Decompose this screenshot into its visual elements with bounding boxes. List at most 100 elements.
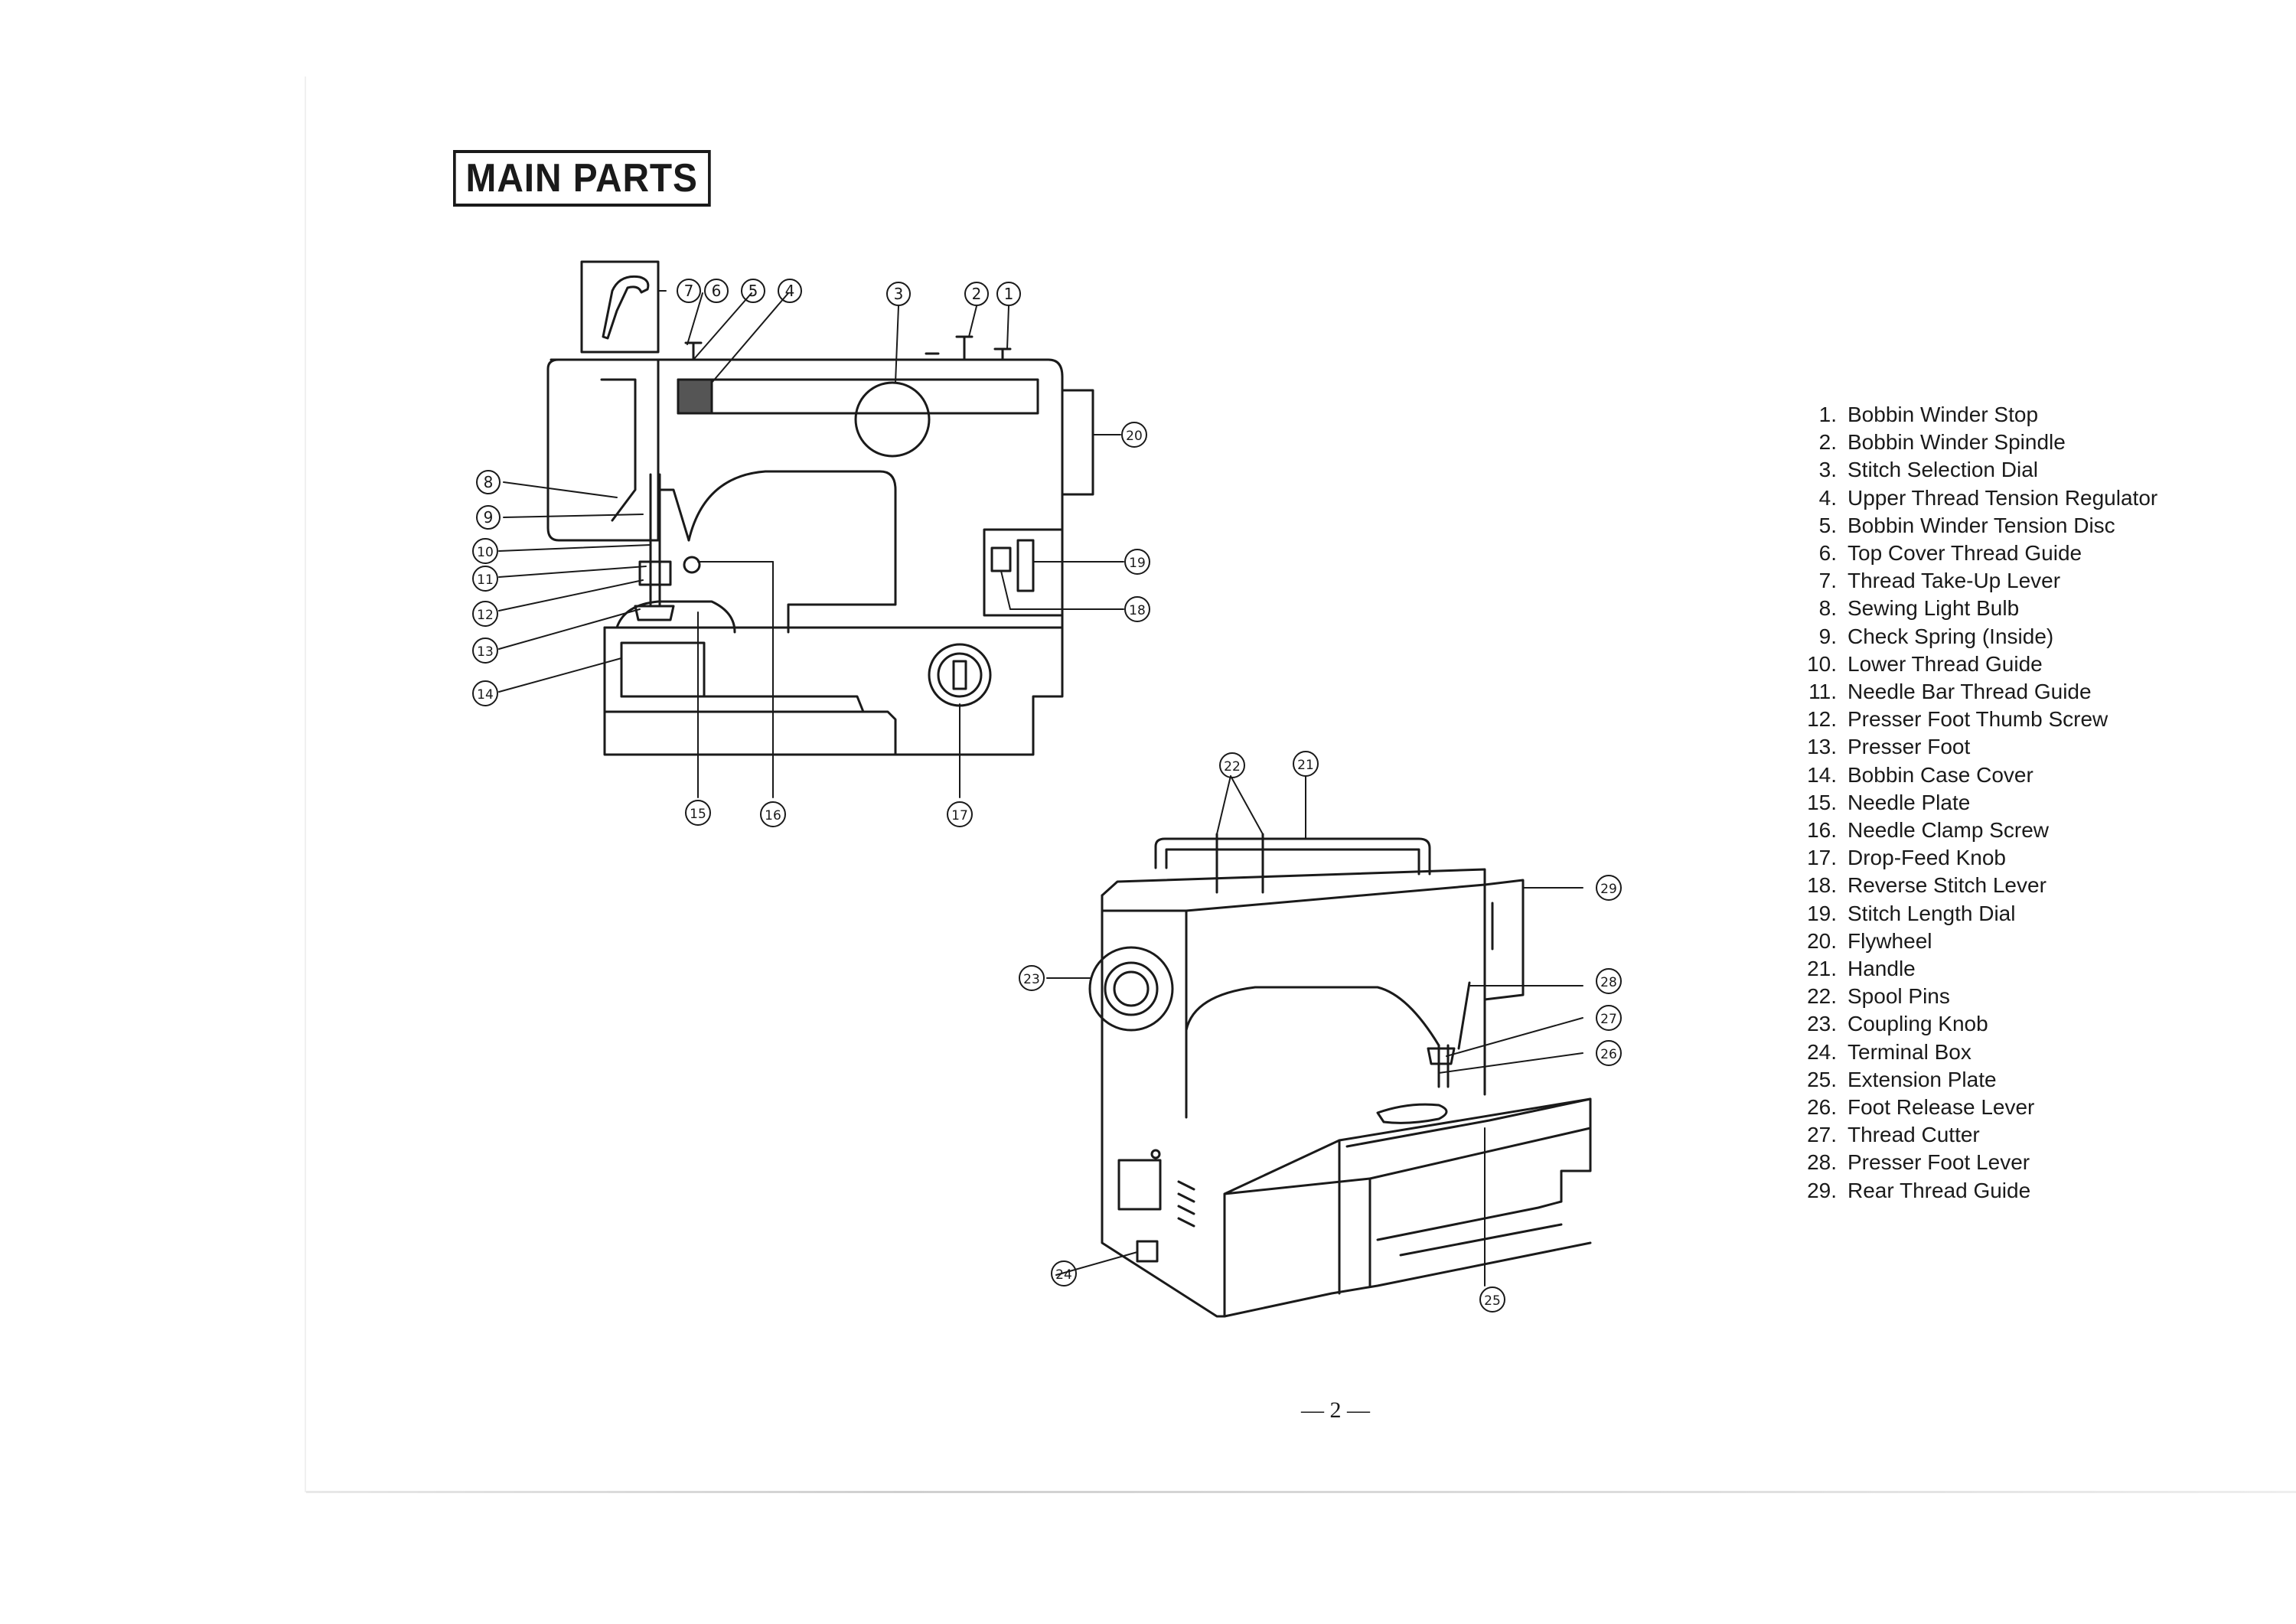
part-item: 17.Drop-Feed Knob <box>1807 846 2007 870</box>
part-item: 19.Stitch Length Dial <box>1807 901 2016 925</box>
part-item: 4.Upper Thread Tension Regulator <box>1818 485 2158 510</box>
svg-text:26: 26 <box>1600 1047 1617 1062</box>
rear-view-machine <box>1088 833 1592 1318</box>
part-item: 12.Presser Foot Thumb Screw <box>1807 707 2108 732</box>
callout-19: 19 <box>1124 549 1150 575</box>
callout-10: 10 <box>472 538 498 564</box>
callout-8: 8 <box>476 470 501 494</box>
take-up-lever-inset <box>580 260 660 354</box>
callout-23: 23 <box>1019 965 1045 991</box>
part-item: 28.Presser Foot Lever <box>1807 1150 2030 1175</box>
scan-line <box>306 1491 2296 1493</box>
machine-bed-shape <box>603 626 1064 756</box>
callout-15: 15 <box>685 800 711 826</box>
svg-text:12: 12 <box>477 608 494 623</box>
svg-text:2: 2 <box>972 285 982 303</box>
rear-view-leaders <box>1046 775 1583 1286</box>
part-item: 18.Reverse Stitch Lever <box>1807 873 2047 898</box>
callout-25: 25 <box>1479 1286 1505 1313</box>
part-item: 13.Presser Foot <box>1807 735 1971 759</box>
part-item: 11.Needle Bar Thread Guide <box>1808 680 2092 704</box>
svg-text:1: 1 <box>1004 285 1014 303</box>
callout-21: 21 <box>1293 751 1319 777</box>
page-number: — 2 — <box>1301 1397 1370 1423</box>
part-item: 14.Bobbin Case Cover <box>1807 762 2033 787</box>
callout-11: 11 <box>472 566 498 592</box>
part-item: 25.Extension Plate <box>1807 1067 1997 1091</box>
callout-18: 18 <box>1124 596 1150 622</box>
callout-1: 1 <box>996 282 1021 306</box>
callout-16: 16 <box>760 801 786 827</box>
callout-17: 17 <box>947 801 973 827</box>
svg-text:25: 25 <box>1484 1293 1501 1309</box>
callout-5: 5 <box>741 279 765 303</box>
callout-22: 22 <box>1219 752 1245 778</box>
svg-text:20: 20 <box>1126 429 1143 444</box>
terminal-box-shape <box>1136 1240 1159 1263</box>
part-item: 3.Stitch Selection Dial <box>1818 458 2039 482</box>
svg-text:10: 10 <box>477 545 494 560</box>
part-item: 9.Check Spring (Inside) <box>1818 624 2054 648</box>
callout-26: 26 <box>1596 1040 1622 1066</box>
svg-text:6: 6 <box>712 282 722 300</box>
part-item: 6.Top Cover Thread Guide <box>1818 541 2082 566</box>
svg-text:9: 9 <box>484 508 494 527</box>
callout-12: 12 <box>472 601 498 627</box>
handle-shape <box>1154 837 1431 876</box>
callout-14: 14 <box>472 680 498 706</box>
part-item: 7.Thread Take-Up Lever <box>1818 569 2061 593</box>
part-item: 2.Bobbin Winder Spindle <box>1818 430 2066 455</box>
machine-body-outline <box>580 358 1064 629</box>
part-item: 29.Rear Thread Guide <box>1807 1178 2031 1202</box>
page-title: MAIN PARTS <box>453 150 711 207</box>
svg-text:23: 23 <box>1023 972 1040 987</box>
svg-text:18: 18 <box>1129 603 1146 618</box>
part-item: 1.Bobbin Winder Stop <box>1818 403 2039 426</box>
extension-plate-shape <box>1345 1097 1592 1148</box>
svg-text:27: 27 <box>1600 1012 1617 1027</box>
front-view-machine <box>546 260 1094 756</box>
part-item: 10.Lower Thread Guide <box>1807 651 2043 676</box>
callout-2: 2 <box>964 282 989 306</box>
svg-text:13: 13 <box>477 644 494 660</box>
callout-3: 3 <box>886 282 911 306</box>
rear-head-shape <box>1483 879 1525 1001</box>
parts-list: 1.Bobbin Winder Stop 2.Bobbin Winder Spi… <box>1791 401 2157 1205</box>
svg-text:4: 4 <box>785 282 795 300</box>
callout-6: 6 <box>704 279 729 303</box>
callout-28: 28 <box>1596 968 1622 994</box>
part-item: 21.Handle <box>1807 957 1916 981</box>
callout-labels: 7 6 5 4 3 2 1 20 19 18 8 9 10 11 12 13 1… <box>472 279 1622 1313</box>
callout-27: 27 <box>1596 1005 1622 1031</box>
svg-text:8: 8 <box>484 473 494 491</box>
svg-text:24: 24 <box>1055 1267 1072 1283</box>
part-item: 8.Sewing Light Bulb <box>1818 596 2020 621</box>
part-item: 20.Flywheel <box>1807 928 1932 953</box>
svg-text:15: 15 <box>690 807 706 822</box>
part-item: 23.Coupling Knob <box>1807 1012 1988 1036</box>
svg-text:28: 28 <box>1600 975 1617 990</box>
front-view-leaders <box>498 290 1124 798</box>
callout-20: 20 <box>1121 422 1147 448</box>
scan-edge <box>305 77 306 1492</box>
part-item: 22.Spool Pins <box>1807 984 1950 1009</box>
svg-text:5: 5 <box>748 282 758 300</box>
svg-text:11: 11 <box>477 572 494 588</box>
part-item: 27.Thread Cutter <box>1807 1123 1980 1147</box>
flywheel-shape <box>1061 389 1094 496</box>
part-item: 15.Needle Plate <box>1807 790 1971 814</box>
svg-text:16: 16 <box>765 808 781 823</box>
svg-text:3: 3 <box>894 285 904 303</box>
callout-29: 29 <box>1596 875 1622 901</box>
bobbin-case-cover-shape <box>620 641 706 698</box>
svg-text:29: 29 <box>1600 882 1617 897</box>
tension-dial-shape <box>677 378 713 415</box>
svg-text:17: 17 <box>951 808 968 823</box>
callout-13: 13 <box>472 638 498 664</box>
svg-text:7: 7 <box>684 282 694 300</box>
part-item: 16.Needle Clamp Screw <box>1807 818 2049 843</box>
stitch-selection-dial-shape <box>854 381 931 458</box>
callout-9: 9 <box>476 505 501 530</box>
callout-4: 4 <box>778 279 802 303</box>
